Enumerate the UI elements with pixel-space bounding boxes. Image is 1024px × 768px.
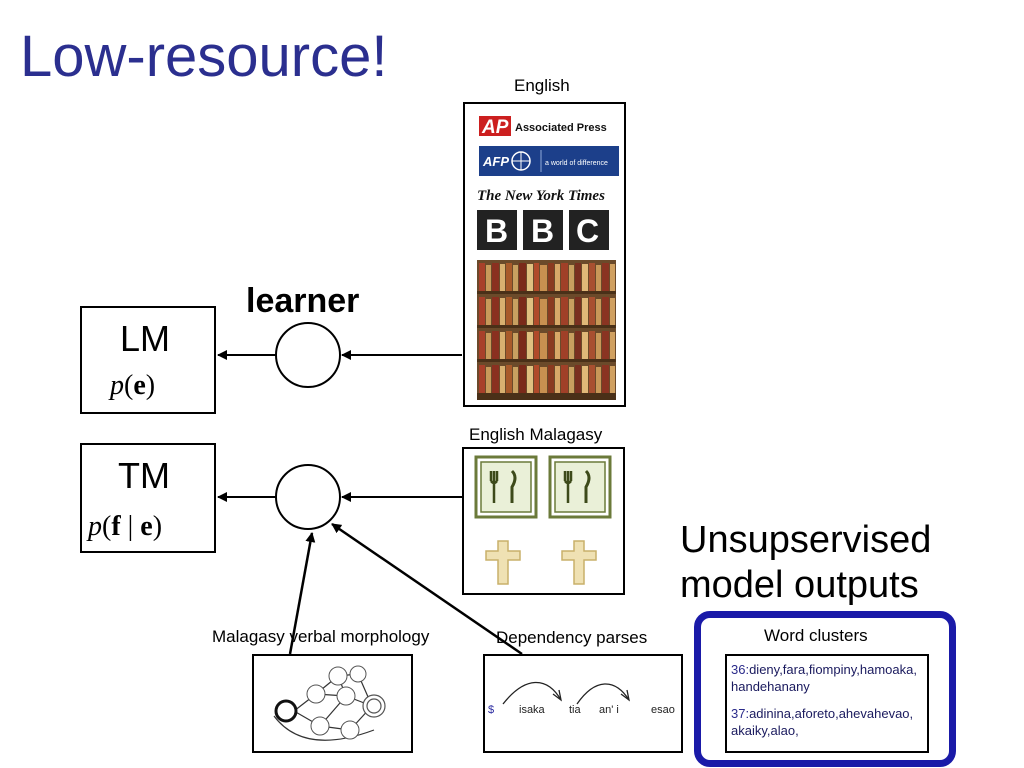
cluster-36-id: 36: bbox=[731, 662, 750, 677]
lm-learner-circle bbox=[275, 322, 341, 388]
cross-icon bbox=[485, 540, 521, 585]
cluster-36: 36:dieny,fara,fiompiny,hamoaka, handehan… bbox=[731, 662, 923, 696]
learner-label: learner bbox=[246, 282, 360, 320]
slide-title: Low-resource! bbox=[20, 24, 388, 89]
cluster-37: 37:adinina,aforeto,ahevahevao, akaiky,al… bbox=[731, 706, 923, 740]
nyt-logo: The New York Times bbox=[477, 182, 617, 206]
lm-label: LM bbox=[120, 318, 171, 359]
word-clusters-highlight bbox=[694, 611, 956, 767]
word-clusters-title: Word clusters bbox=[764, 626, 868, 645]
unsupervised-label: Unsupservised model outputs bbox=[680, 518, 931, 608]
svg-text:Associated Press: Associated Press bbox=[515, 122, 607, 134]
unsupervised-line-2: model outputs bbox=[680, 563, 919, 606]
parallel-corpus-label: English Malagasy bbox=[469, 425, 603, 444]
svg-text:B: B bbox=[485, 213, 508, 249]
cluster-36-words: dieny,fara,fiompiny,hamoaka, handehanany bbox=[731, 662, 917, 694]
english-corpus-label: English bbox=[514, 76, 570, 95]
dependency-label: Dependency parses bbox=[496, 628, 648, 647]
svg-text:C: C bbox=[576, 213, 599, 249]
dep-word-3: an' i bbox=[599, 704, 619, 716]
afp-logo-graphic: AFP a world of difference bbox=[482, 150, 608, 172]
ap-logo: AP Associated Press bbox=[479, 114, 614, 138]
nyt-logo-graphic: The New York Times bbox=[477, 188, 605, 204]
lm-box: LM p(e) bbox=[80, 306, 216, 414]
bookshelf-graphic bbox=[477, 260, 616, 400]
dependency-box: $ isaka tia an' i esao bbox=[483, 654, 683, 753]
cluster-37-words: adinina,aforeto,ahevahevao, akaiky,alao, bbox=[731, 705, 914, 738]
lm-formula-p: p bbox=[110, 370, 124, 401]
dep-word-1: isaka bbox=[519, 704, 545, 716]
dep-word-root: $ bbox=[488, 704, 495, 716]
unsupervised-line-1: Unsupservised bbox=[680, 519, 932, 561]
svg-text:a world of difference: a world of difference bbox=[545, 160, 608, 167]
svg-text:AP: AP bbox=[481, 117, 509, 138]
bbc-logo-graphic: B B C bbox=[477, 210, 609, 250]
parallel-corpus-graphic bbox=[474, 455, 612, 585]
tm-formula: p(f | e) bbox=[88, 511, 163, 542]
svg-text:AFP: AFP bbox=[482, 154, 509, 169]
tm-formula-bar: | bbox=[127, 511, 134, 542]
restaurant-icon-2 bbox=[548, 455, 612, 519]
tm-label: TM bbox=[118, 455, 170, 496]
ap-logo-graphic: AP Associated Press bbox=[479, 116, 607, 138]
svg-text:B: B bbox=[531, 213, 554, 249]
bookshelf-image bbox=[477, 260, 616, 400]
tm-formula-p: p bbox=[88, 511, 102, 542]
tm-learner-circle bbox=[275, 464, 341, 530]
lm-formula: p(e) bbox=[110, 370, 156, 401]
dependency-arcs bbox=[502, 681, 630, 705]
tm-formula-e: e bbox=[140, 511, 153, 542]
cross-icon-2 bbox=[561, 540, 597, 585]
tm-formula-f: f bbox=[111, 511, 121, 542]
tm-box: TM p(f | e) bbox=[80, 443, 216, 553]
dependency-sentence: $ isaka tia an' i esao bbox=[485, 704, 685, 722]
bbc-logo: B B C bbox=[477, 210, 617, 250]
dep-word-2: tia bbox=[569, 704, 581, 716]
fsa-graph bbox=[273, 665, 386, 741]
dep-word-4: esao bbox=[651, 704, 675, 716]
english-corpus-box: AP Associated Press AFP a world of diffe… bbox=[463, 102, 626, 407]
lm-formula-var: e bbox=[133, 370, 146, 401]
svg-text:The New York Times: The New York Times bbox=[477, 188, 605, 204]
parallel-corpus-box bbox=[462, 447, 625, 595]
word-clusters-box: 36:dieny,fara,fiompiny,hamoaka, handehan… bbox=[725, 654, 929, 753]
morphology-box bbox=[252, 654, 413, 753]
cluster-37-id: 37: bbox=[731, 705, 750, 721]
morphology-label: Malagasy verbal morphology bbox=[212, 627, 430, 646]
restaurant-icon bbox=[474, 455, 538, 519]
afp-logo: AFP a world of difference bbox=[479, 146, 619, 176]
